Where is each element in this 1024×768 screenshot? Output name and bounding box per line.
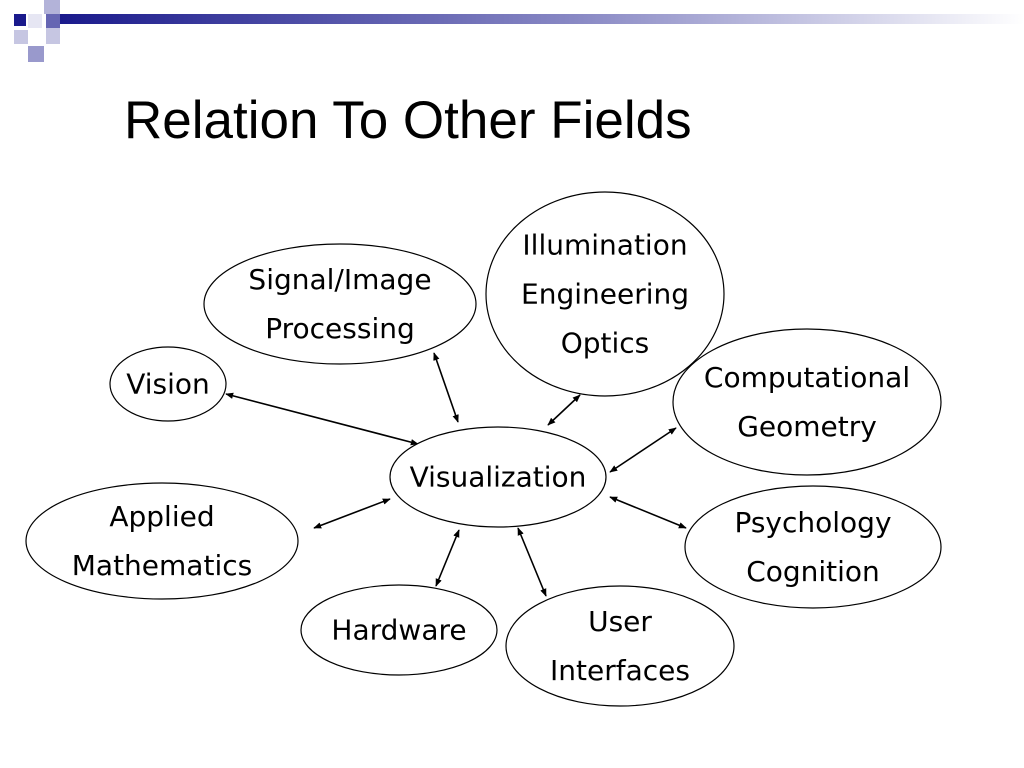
node-label: Engineering	[521, 278, 689, 311]
node-label: Applied	[109, 500, 214, 533]
node-ellipse	[505, 585, 735, 707]
node-label: Mathematics	[72, 549, 252, 582]
node-ellipse	[684, 485, 942, 609]
node-label: Visualization	[410, 461, 587, 494]
deco-square	[28, 46, 44, 62]
node-label: Optics	[561, 327, 650, 360]
node-ellipse	[672, 328, 942, 476]
node-ellipse	[485, 191, 725, 397]
node-layer: VisualizationVisionSignal/ImageProcessin…	[25, 191, 942, 707]
header-decoration	[14, 0, 1024, 62]
node-ellipse	[109, 346, 227, 422]
node-label: Illumination	[522, 229, 687, 262]
header-gradient-bar	[60, 14, 1024, 24]
connector-arrow-ui	[517, 527, 547, 597]
node-label: Signal/Image	[248, 263, 431, 296]
connector-arrow-hardware	[435, 529, 460, 587]
deco-square	[14, 14, 26, 26]
node-center: Visualization	[389, 426, 607, 528]
deco-square	[46, 14, 60, 28]
deco-square	[30, 30, 44, 42]
node-label: Hardware	[331, 614, 466, 647]
node-label: Computational	[704, 361, 910, 394]
node-label: User	[588, 605, 652, 638]
node-label: Vision	[126, 368, 210, 401]
node-hardware: Hardware	[300, 584, 498, 676]
node-ellipse	[389, 426, 607, 528]
deco-square	[44, 0, 60, 14]
node-ellipse	[25, 482, 299, 600]
deco-square	[28, 14, 42, 28]
connector-layer	[225, 352, 687, 597]
node-label: Psychology	[734, 506, 891, 539]
node-label: Processing	[265, 312, 415, 345]
node-label: Cognition	[746, 555, 880, 588]
connector-arrow-vision	[225, 392, 419, 446]
connector-arrow-geometry	[609, 427, 677, 473]
connector-arrow-psychology	[609, 496, 687, 529]
node-vision: Vision	[109, 346, 227, 422]
connector-arrow-math	[313, 498, 391, 529]
connector-arrow-signal	[433, 352, 459, 423]
node-label: Interfaces	[550, 654, 690, 687]
deco-square	[14, 30, 28, 44]
node-ellipse	[203, 243, 477, 365]
slide-title: Relation To Other Fields	[124, 91, 692, 150]
connector-arrow-illumination	[547, 394, 581, 426]
deco-square	[46, 28, 60, 44]
node-ellipse	[300, 584, 498, 676]
node-label: Geometry	[737, 410, 877, 443]
